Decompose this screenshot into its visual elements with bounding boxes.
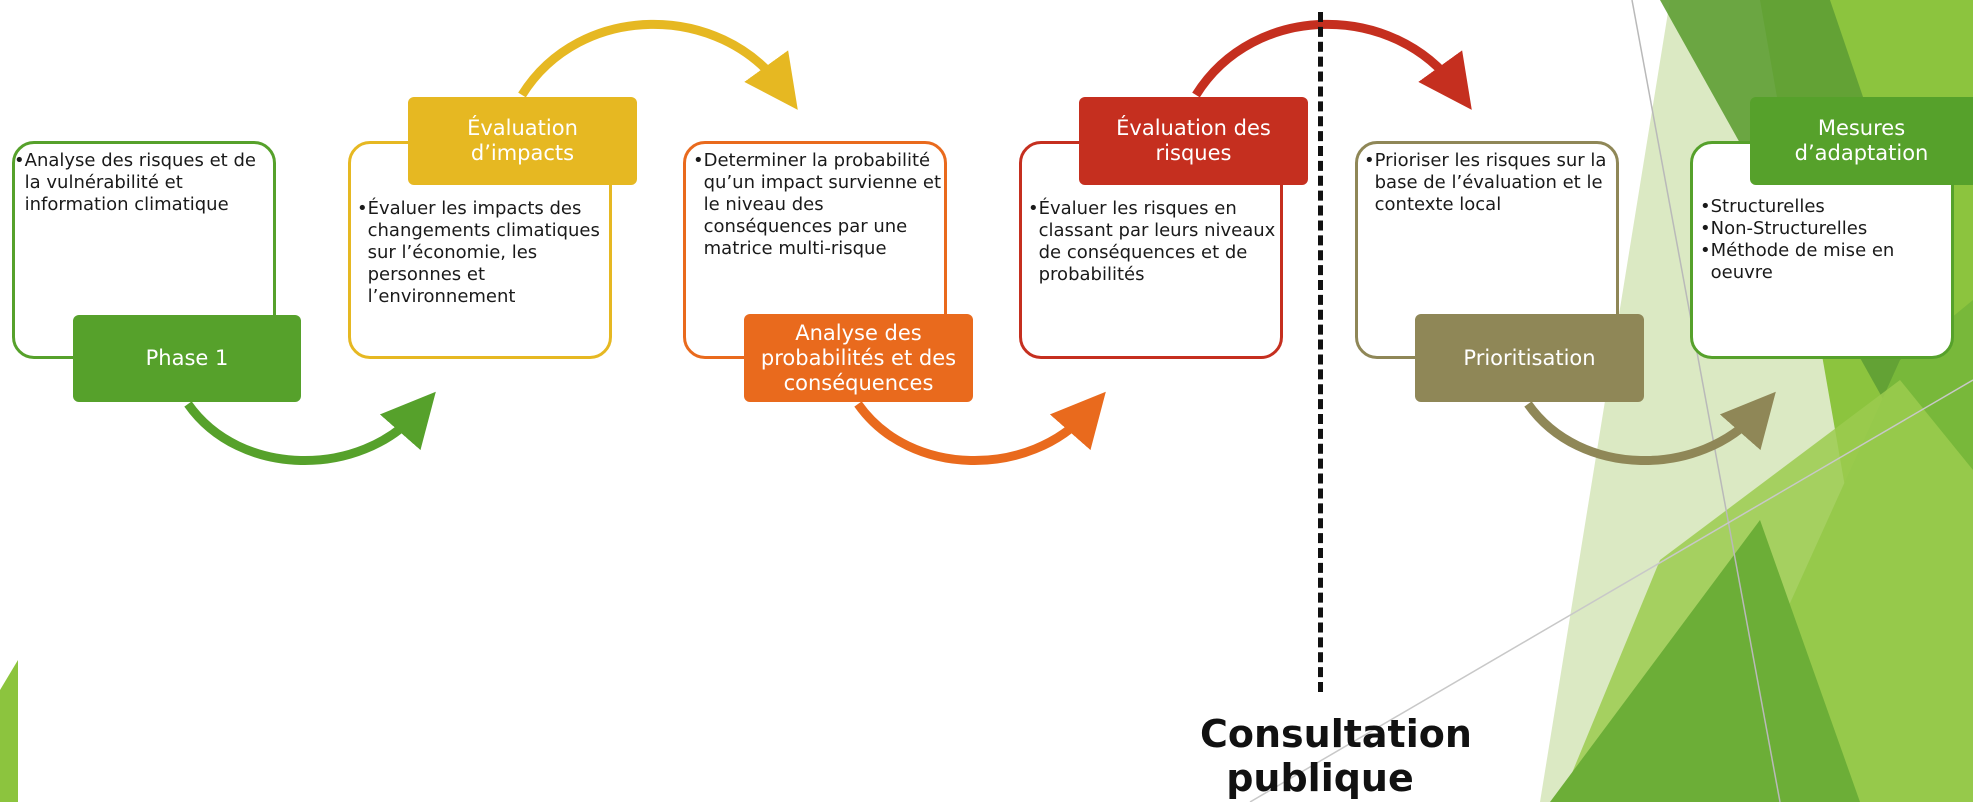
consultation-divider-line: [1318, 12, 1323, 692]
list-item: •Non-Structurelles: [1700, 218, 1868, 239]
list-item: •Évaluer les impacts des changements cli…: [357, 198, 600, 307]
step-1-label: Phase 1: [73, 315, 301, 402]
step-1-bullets: •Analyse des risques et de la vulnérabil…: [14, 150, 264, 216]
consultation-publique-label: Consultation publique: [1200, 712, 1472, 800]
arrow-1-to-2: [184, 391, 436, 465]
step-5-bullets: •Prioriser les risques sur la base de l’…: [1364, 150, 1614, 216]
list-item: •Analyse des risques et de la vulnérabil…: [14, 150, 256, 215]
arrow-5-to-6: [1524, 391, 1776, 465]
step-5-label: Prioritisation: [1415, 314, 1644, 402]
step-3-bullets: •Determiner la probabilité qu’un impact …: [693, 150, 943, 260]
list-item: •Structurelles: [1700, 196, 1825, 217]
arrow-3-to-4: [854, 391, 1106, 465]
step-2-bullets: •Évaluer les impacts des changements cli…: [357, 198, 607, 308]
step-4-label: Évaluation des risques: [1079, 97, 1308, 185]
list-item: •Évaluer les risques en classant par leu…: [1028, 198, 1276, 285]
step-2-label: Évaluation d’impacts: [408, 97, 637, 185]
list-item: •Prioriser les risques sur la base de l’…: [1364, 150, 1607, 215]
step-3-label: Analyse des probabilités et des conséque…: [744, 314, 973, 402]
list-item: •Determiner la probabilité qu’un impact …: [693, 150, 942, 259]
arrow-4-to-5: [1192, 19, 1472, 110]
step-4-bullets: •Évaluer les risques en classant par leu…: [1028, 198, 1278, 286]
step-6-label: Mesures d’adaptation: [1750, 97, 1973, 185]
step-6-bullets: •Structurelles •Non-Structurelles •Métho…: [1700, 196, 1950, 284]
arrow-2-to-3: [518, 19, 798, 110]
list-item: •Méthode de mise en oeuvre: [1700, 240, 1895, 283]
